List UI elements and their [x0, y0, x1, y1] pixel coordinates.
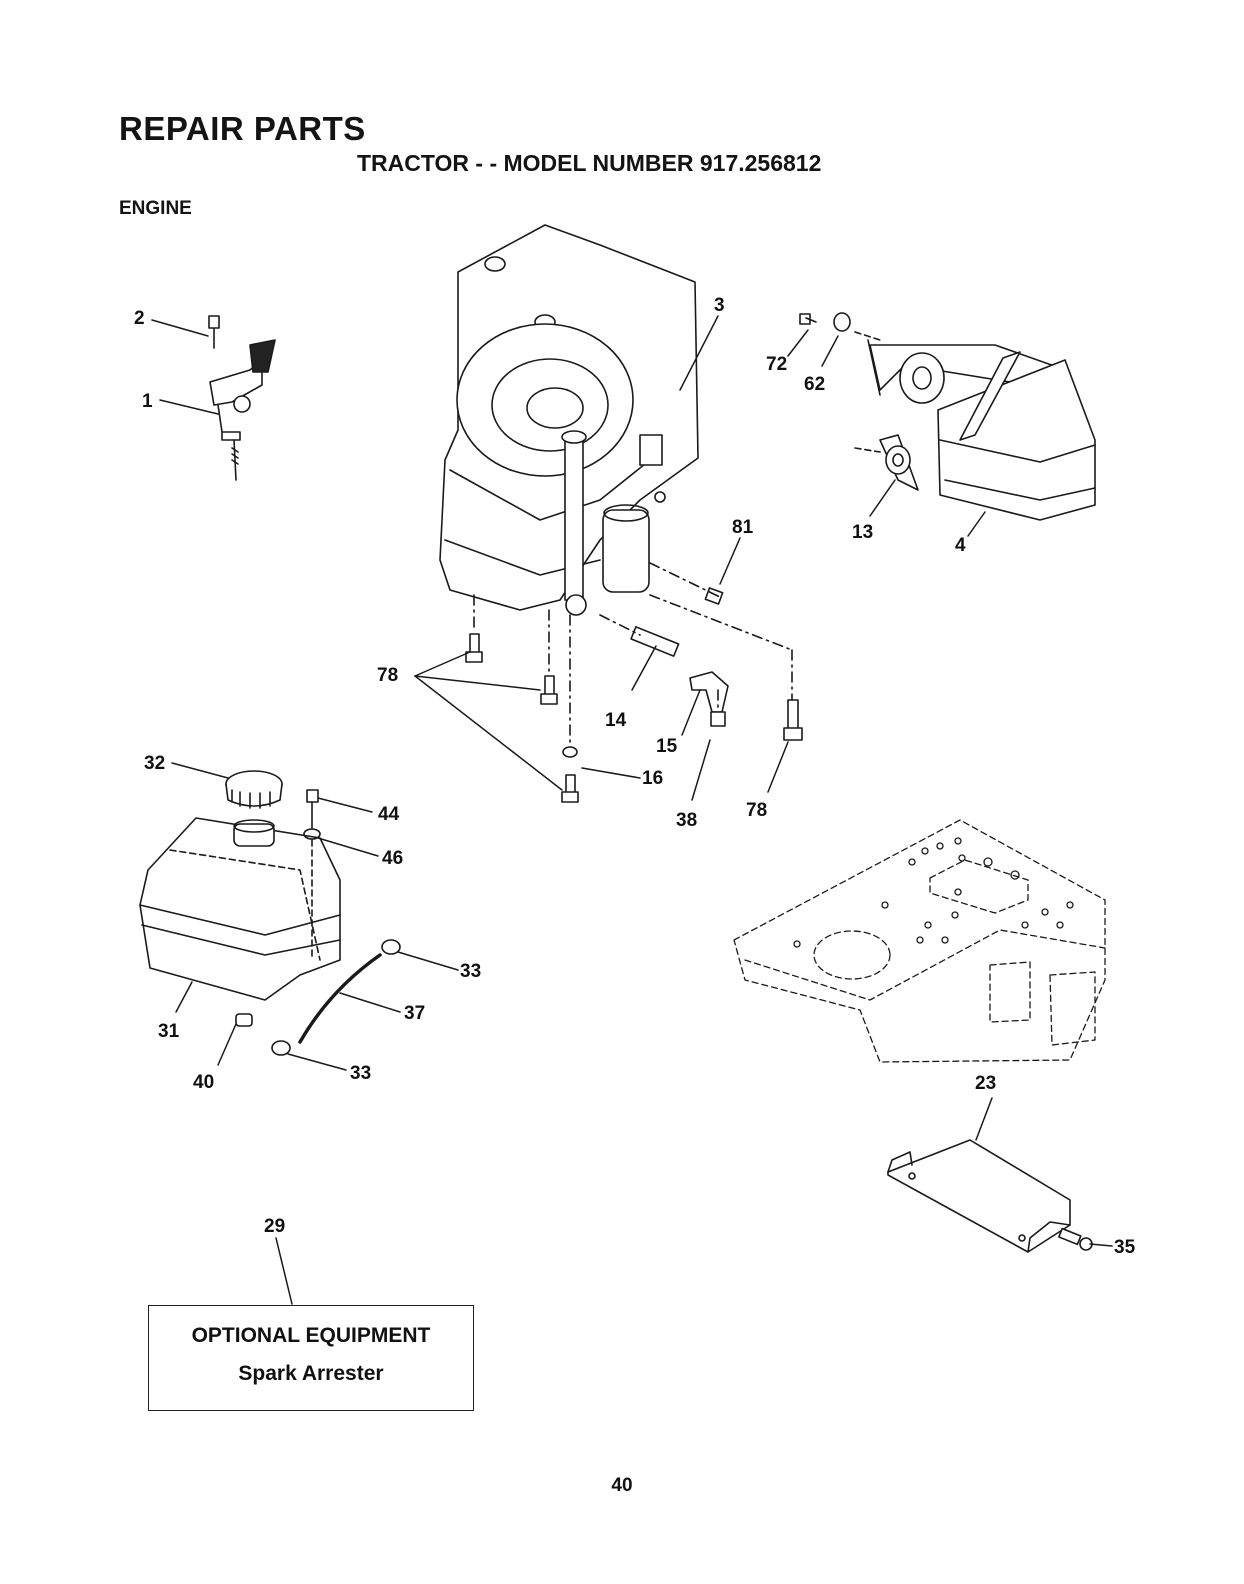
leader-lines: [151, 315, 1113, 1305]
callout-62: 62: [804, 374, 825, 395]
callout-23: 23: [975, 1073, 996, 1094]
callout-32: 32: [144, 753, 165, 774]
optional-equipment-box: OPTIONAL EQUIPMENT Spark Arrester: [148, 1305, 474, 1411]
page-number: 40: [611, 1475, 633, 1496]
heat-shield-drawing: [887, 1139, 1093, 1253]
callout-14: 14: [605, 710, 627, 731]
callout-33-top: 33: [460, 961, 481, 982]
page-title: REPAIR PARTS: [119, 110, 366, 147]
callout-labels: 2 1 3 72 62 13 4 81 78 14 15 16 38 78 32…: [134, 295, 1136, 1258]
callout-46: 46: [382, 848, 403, 869]
callout-40: 40: [193, 1072, 214, 1093]
callout-37: 37: [404, 1003, 425, 1024]
callout-72: 72: [766, 354, 787, 375]
callout-16: 16: [642, 768, 663, 789]
callout-3: 3: [714, 295, 725, 316]
callout-38: 38: [676, 810, 697, 831]
callout-78-left: 78: [377, 665, 398, 686]
callout-4: 4: [955, 535, 966, 556]
callout-2: 2: [134, 308, 145, 329]
throttle-control-drawing: [208, 315, 276, 481]
frame-holes: [793, 837, 1074, 948]
muffler-drawing: [799, 312, 1096, 521]
callout-1: 1: [142, 391, 153, 412]
callout-13: 13: [852, 522, 873, 543]
model-subtitle: TRACTOR - - MODEL NUMBER 917.256812: [357, 150, 822, 176]
optional-equipment-heading: OPTIONAL EQUIPMENT: [191, 1324, 431, 1347]
callout-33-bottom: 33: [350, 1063, 371, 1084]
frame-drawing: [733, 819, 1106, 1063]
callout-15: 15: [656, 736, 678, 757]
callout-35: 35: [1114, 1237, 1136, 1258]
callout-78-right: 78: [746, 800, 767, 821]
callout-44: 44: [378, 804, 400, 825]
callout-29: 29: [264, 1216, 285, 1237]
engine-drawing: [439, 224, 699, 616]
callout-31: 31: [158, 1021, 180, 1042]
engine-fasteners-drawing: [465, 562, 803, 803]
section-label: ENGINE: [119, 198, 192, 219]
spark-arrester-label: Spark Arrester: [238, 1362, 384, 1385]
callout-81: 81: [732, 517, 754, 538]
fuel-tank-drawing: [139, 770, 401, 1056]
